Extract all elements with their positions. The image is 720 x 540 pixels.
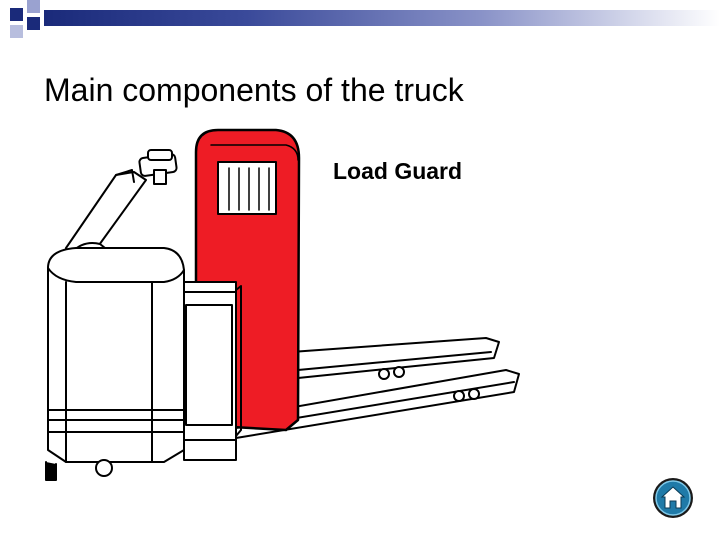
truck-body <box>45 247 242 481</box>
decor-square <box>10 25 23 38</box>
page-title: Main components of the truck <box>44 72 464 108</box>
header-decoration <box>0 0 720 40</box>
header-gradient-bar <box>44 10 720 26</box>
decor-square <box>27 0 40 13</box>
component-label: Load Guard <box>333 158 463 184</box>
decor-square <box>27 17 40 30</box>
decor-square <box>10 8 23 21</box>
fork-back <box>290 337 500 380</box>
home-button[interactable] <box>652 477 694 519</box>
home-icon <box>653 478 693 518</box>
pallet-truck-illustration <box>45 128 520 481</box>
